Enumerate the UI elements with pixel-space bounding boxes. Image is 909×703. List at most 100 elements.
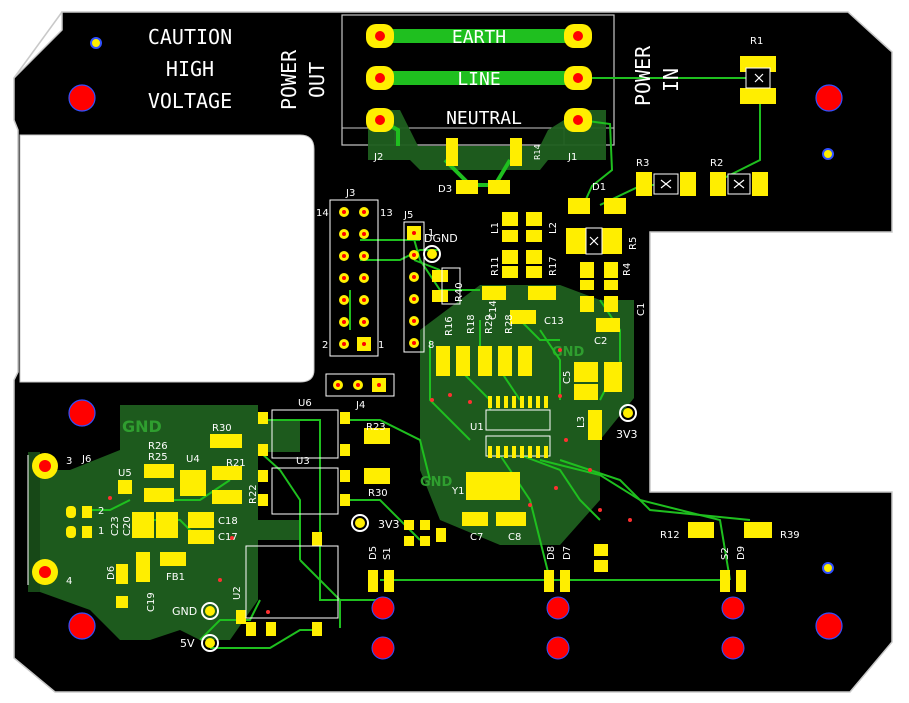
pin-label: 14	[316, 208, 329, 219]
pin-label: 1	[378, 340, 384, 351]
designator: R25	[148, 452, 168, 463]
designator: R12	[660, 530, 680, 541]
designator: U6	[298, 398, 312, 409]
designator: R23	[366, 422, 386, 433]
pin-label: 4	[66, 576, 72, 587]
designator: R21	[226, 458, 246, 469]
designator: C7	[470, 532, 483, 543]
designator: S1	[382, 547, 393, 560]
designator: J6	[81, 454, 91, 465]
component-outlines	[245, 199, 461, 619]
designator: R18	[466, 314, 477, 334]
header-j3-pins	[339, 207, 371, 351]
pin-label: 2	[98, 506, 104, 517]
designator: R14	[533, 144, 542, 160]
smd-pads	[116, 56, 776, 636]
designator: C13	[544, 316, 564, 327]
designator: C18	[218, 516, 238, 527]
designator: R16	[444, 316, 455, 336]
copper-label-gnd: GND	[552, 345, 585, 360]
test-point-label: GND	[172, 605, 197, 618]
designator: D7	[562, 546, 573, 560]
designator: D6	[106, 566, 117, 580]
designator: Y1	[451, 486, 464, 497]
caution-text: HIGH	[166, 57, 214, 81]
power-out-label: POWER	[277, 49, 301, 110]
relay-outline	[341, 14, 615, 146]
designator: C5	[562, 371, 573, 384]
designator: R22	[248, 484, 259, 504]
designator: R5	[628, 237, 639, 250]
designator: R29	[484, 314, 495, 334]
designator: R3	[636, 158, 649, 169]
designators: R1 R2 R3 R4 R5 R11 R12 R14 R16 R17 R18 R…	[66, 36, 800, 612]
header-j4-pins	[333, 378, 386, 392]
designator: R1	[750, 36, 763, 47]
designator: R26	[148, 441, 168, 452]
designator: C8	[508, 532, 521, 543]
designator: R2	[710, 158, 723, 169]
mounting-vias	[68, 37, 843, 660]
designator: J5	[403, 210, 413, 221]
corner-notch	[13, 11, 63, 79]
power-out-label: OUT	[305, 62, 329, 98]
designator: C23	[110, 516, 121, 536]
pin-label: 1	[98, 526, 104, 537]
designator: D5	[368, 546, 379, 560]
designator: R28	[504, 314, 515, 334]
header-j5-pins	[407, 226, 421, 348]
copper-label-gnd: GND	[420, 475, 453, 490]
test-point-label: 5V	[180, 637, 195, 650]
designator: L1	[490, 222, 501, 234]
designator: J2	[373, 152, 383, 163]
caution-text: CAUTION	[148, 25, 232, 49]
display-cutout	[19, 134, 315, 383]
ic-pins	[488, 396, 548, 458]
designator: U5	[118, 468, 132, 479]
designator: C17	[218, 532, 238, 543]
designator: D9	[736, 546, 747, 560]
designator: R30	[212, 423, 232, 434]
designator: U2	[232, 586, 243, 600]
copper-label-gnd: GND	[122, 417, 162, 436]
designator: D3	[438, 184, 452, 195]
caution-text: VOLTAGE	[148, 89, 232, 113]
designator: J3	[345, 188, 355, 199]
designator: C14	[488, 300, 499, 320]
designator: R4	[622, 263, 633, 276]
designator: L3	[576, 416, 587, 428]
designator: R11	[490, 256, 501, 276]
pin-label: 1	[428, 228, 434, 239]
designator: R39	[780, 530, 800, 541]
designator: U4	[186, 454, 200, 465]
relay-pads	[366, 24, 592, 132]
power-in-label: POWER	[631, 45, 655, 106]
designator: J1	[567, 152, 577, 163]
designator: S2	[720, 547, 731, 560]
test-point-label: DGND	[424, 232, 458, 245]
test-points	[201, 245, 637, 652]
designator: J4	[355, 400, 365, 411]
designator: C1	[636, 303, 647, 316]
power-in-label: IN	[659, 68, 683, 92]
signal-vias	[108, 348, 632, 614]
designator: U3	[296, 456, 310, 467]
pin-label: 8	[428, 340, 434, 351]
designator: R30	[368, 488, 388, 499]
pin-label: 13	[380, 208, 393, 219]
test-point-label: 3V3	[616, 428, 638, 441]
designator: C19	[146, 592, 157, 612]
connector-j6	[27, 453, 92, 585]
ic-packages	[118, 409, 551, 496]
pin-label: 3	[66, 456, 72, 467]
designator: D1	[592, 182, 606, 193]
test-point-label: 3V3	[378, 518, 400, 531]
designator: C20	[122, 516, 133, 536]
earth-label: EARTH	[452, 27, 506, 48]
designator: R40	[454, 282, 465, 302]
pin-label: 2	[322, 340, 328, 351]
designator: L2	[548, 222, 559, 234]
designator: U1	[470, 422, 484, 433]
neutral-label: NEUTRAL	[446, 108, 522, 129]
